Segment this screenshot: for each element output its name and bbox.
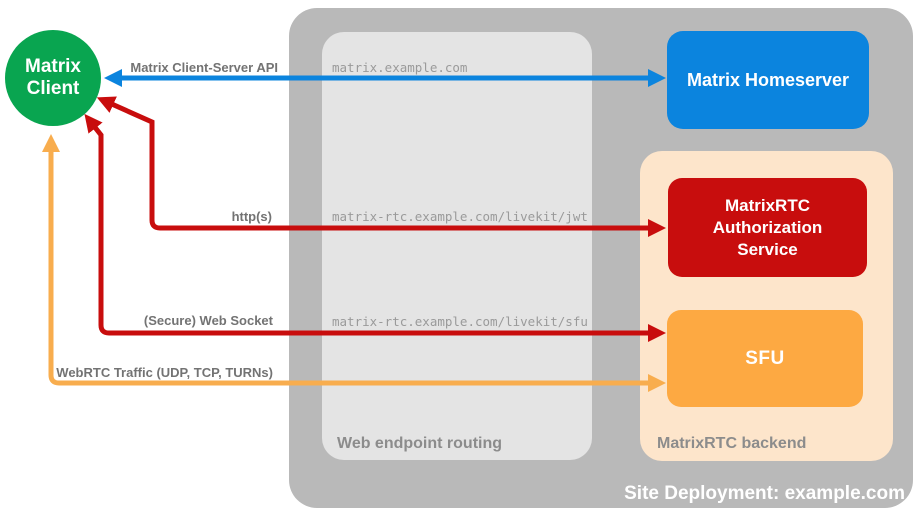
matrix-homeserver-label: Matrix Homeserver <box>686 69 850 90</box>
matrixrtc-authorization-service-label: MatrixRTC Authorization Service <box>712 195 823 259</box>
sfu-label: SFU <box>745 347 785 369</box>
route-livekit-sfu: matrix-rtc.example.com/livekit/sfu <box>332 314 588 329</box>
matrix-client-label: Matrix Client <box>25 56 81 99</box>
web-endpoint-routing-container <box>322 32 592 460</box>
node-matrix-homeserver: Matrix Homeserver <box>667 31 869 129</box>
client-server-api-arrow-label: Matrix Client-Server API <box>130 60 278 75</box>
matrixrtc-backend-label: MatrixRTC backend <box>657 435 807 452</box>
https-arrow-label: http(s) <box>231 209 272 224</box>
node-matrixrtc-authorization-service: MatrixRTC Authorization Service <box>668 178 867 277</box>
route-livekit-jwt: matrix-rtc.example.com/livekit/jwt <box>332 209 588 224</box>
websocket-arrow-label: (Secure) Web Socket <box>143 313 273 328</box>
web-endpoint-routing-label: Web endpoint routing <box>337 435 503 452</box>
route-matrix-example: matrix.example.com <box>332 60 468 75</box>
node-matrix-client: Matrix Client <box>5 30 101 126</box>
site-deployment-label: Site Deployment: example.com <box>624 483 905 504</box>
webrtc-arrow-label: WebRTC Traffic (UDP, TCP, TURNs) <box>56 365 273 380</box>
node-sfu: SFU <box>667 310 863 407</box>
